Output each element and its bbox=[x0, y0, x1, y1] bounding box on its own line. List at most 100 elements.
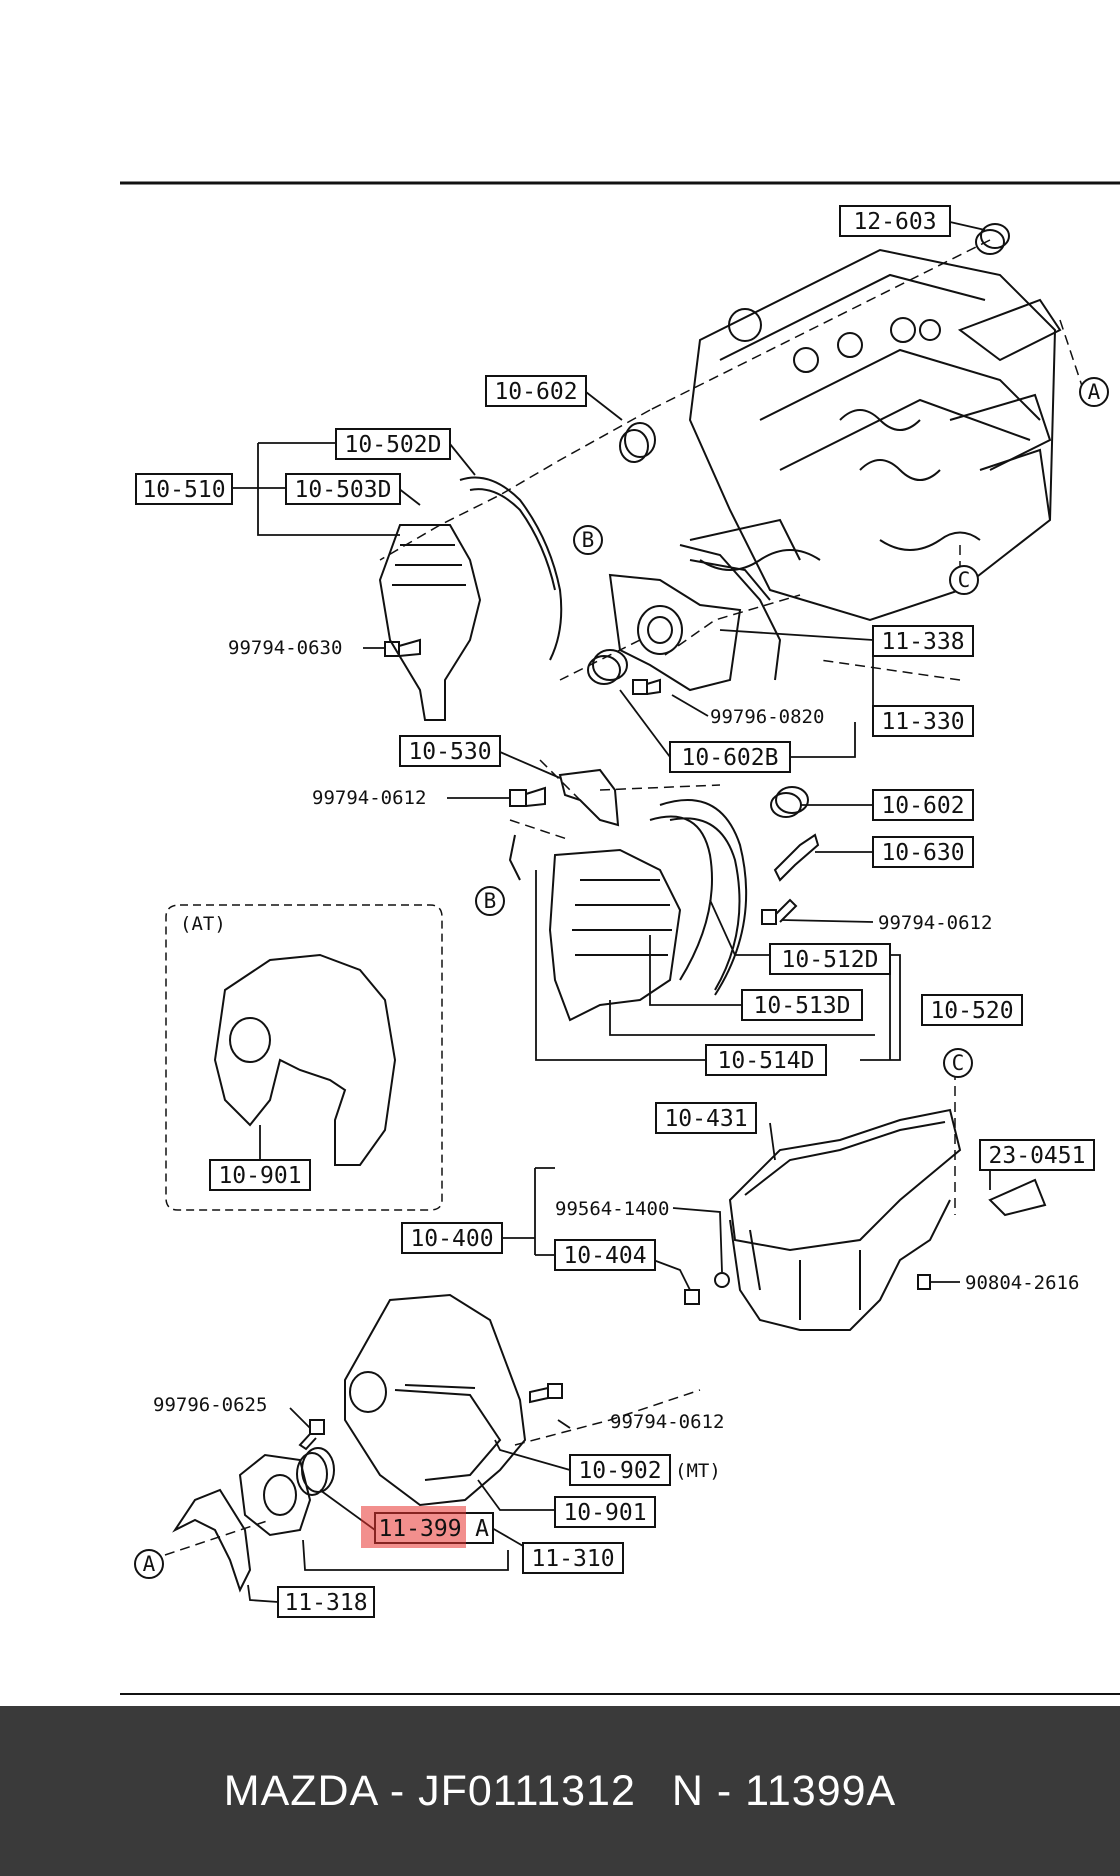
exploded-parts-diagram: 12-603 10-602 10-502D 10-510 10-503D 11-… bbox=[120, 181, 1120, 1695]
svg-text:10-502D: 10-502D bbox=[345, 432, 442, 458]
marker-c-top: C bbox=[949, 565, 979, 595]
part-caption-bar: MAZDA - JF0111312 N - 11399A bbox=[0, 1706, 1120, 1876]
label-11-338: 11-338 bbox=[872, 625, 974, 657]
bolt-0612-c bbox=[529, 1383, 563, 1404]
svg-text:B: B bbox=[484, 889, 497, 913]
label-99796-0625: 99796-0625 bbox=[153, 1394, 267, 1416]
svg-text:10-602: 10-602 bbox=[494, 379, 577, 405]
label-99564-1400: 99564-1400 bbox=[555, 1198, 669, 1220]
svg-text:10-513D: 10-513D bbox=[754, 993, 851, 1019]
marker-a-top: A bbox=[1079, 377, 1109, 407]
rear-seal-housing bbox=[238, 1453, 312, 1537]
label-10-902: 10-902 bbox=[569, 1454, 671, 1486]
oil-seal-top bbox=[619, 422, 656, 463]
label-10-503d: 10-503D bbox=[285, 473, 401, 505]
svg-text:10-901: 10-901 bbox=[563, 1500, 646, 1526]
label-12-603: 12-603 bbox=[839, 205, 951, 237]
label-10-512d: 10-512D bbox=[769, 943, 891, 975]
bolt-0625 bbox=[298, 1419, 325, 1451]
label-10-602-mid: 10-602 bbox=[872, 789, 974, 821]
rear-gasket bbox=[172, 1488, 252, 1593]
label-10-513d: 10-513D bbox=[741, 989, 863, 1021]
svg-text:10-431: 10-431 bbox=[664, 1106, 747, 1132]
svg-text:10-901: 10-901 bbox=[218, 1163, 301, 1189]
bolt-0612-a bbox=[509, 786, 546, 807]
marker-c-mid: C bbox=[943, 1048, 973, 1078]
plug-part bbox=[975, 223, 1010, 255]
svg-text:10-512D: 10-512D bbox=[782, 947, 879, 973]
label-at: (AT) bbox=[180, 913, 226, 935]
svg-text:10-400: 10-400 bbox=[410, 1226, 493, 1252]
brand-part-number: MAZDA - JF0111312 bbox=[223, 1766, 636, 1815]
oil-seal-602b bbox=[587, 649, 628, 685]
oil-pan bbox=[728, 1108, 1047, 1331]
engine-leaders bbox=[164, 239, 1086, 1556]
svg-text:10-530: 10-530 bbox=[408, 739, 491, 765]
label-90804-2616: 90804-2616 bbox=[965, 1272, 1079, 1294]
svg-text:C: C bbox=[952, 1051, 965, 1075]
at-section bbox=[165, 904, 443, 1211]
lower-timing-cover bbox=[508, 799, 748, 1022]
svg-text:23-0451: 23-0451 bbox=[989, 1143, 1086, 1169]
mt-rear-plate bbox=[344, 1293, 527, 1507]
label-10-901: 10-901 bbox=[554, 1496, 656, 1528]
svg-text:11-338: 11-338 bbox=[881, 629, 964, 655]
svg-text:A: A bbox=[475, 1516, 489, 1542]
marker-a-bottom: A bbox=[134, 1549, 164, 1579]
upper-timing-cover bbox=[378, 476, 563, 721]
svg-text:A: A bbox=[143, 1552, 156, 1576]
label-11-310: 11-310 bbox=[522, 1542, 624, 1574]
oil-pump bbox=[608, 544, 782, 692]
label-10-901-at: 10-901 bbox=[209, 1159, 311, 1191]
svg-text:10-602B: 10-602B bbox=[682, 745, 779, 771]
marker-b-top: B bbox=[573, 525, 603, 555]
label-10-602-top: 10-602 bbox=[485, 375, 587, 407]
svg-text:10-510: 10-510 bbox=[142, 477, 225, 503]
label-10-502d: 10-502D bbox=[335, 428, 451, 460]
svg-text:11-330: 11-330 bbox=[881, 709, 964, 735]
bracket-630 bbox=[773, 833, 820, 882]
svg-text:10-404: 10-404 bbox=[563, 1243, 646, 1269]
svg-text:C: C bbox=[958, 568, 971, 592]
label-11-318: 11-318 bbox=[277, 1586, 375, 1618]
bolt-0820 bbox=[632, 678, 661, 695]
label-99794-0612-b: 99794-0612 bbox=[878, 912, 992, 934]
at-gasket-plate bbox=[213, 953, 397, 1166]
label-10-602b: 10-602B bbox=[669, 741, 791, 773]
reference-number: N - 11399A bbox=[671, 1766, 897, 1815]
leader-lines bbox=[232, 221, 991, 1603]
oil-seal-mid bbox=[770, 786, 809, 818]
pan-bolts bbox=[684, 1272, 931, 1305]
label-11-399-highlighted: 11-399 A bbox=[361, 1506, 494, 1548]
svg-text:B: B bbox=[582, 528, 595, 552]
label-10-400: 10-400 bbox=[401, 1222, 503, 1254]
svg-text:A: A bbox=[1088, 380, 1101, 404]
label-10-510: 10-510 bbox=[135, 473, 233, 505]
svg-text:11-399: 11-399 bbox=[378, 1516, 461, 1542]
bracket-530 bbox=[558, 768, 620, 827]
label-10-514d: 10-514D bbox=[705, 1044, 827, 1076]
label-99796-0820: 99796-0820 bbox=[710, 706, 824, 728]
label-10-431: 10-431 bbox=[655, 1102, 757, 1134]
svg-text:10-602: 10-602 bbox=[881, 793, 964, 819]
label-99794-0612-c: 99794-0612 bbox=[610, 1411, 724, 1433]
label-10-520: 10-520 bbox=[921, 994, 1023, 1026]
bolt-0612-b bbox=[761, 898, 798, 925]
engine-block bbox=[688, 248, 1062, 622]
label-10-530: 10-530 bbox=[399, 735, 501, 767]
label-mt: (MT) bbox=[675, 1460, 721, 1482]
svg-text:10-630: 10-630 bbox=[881, 840, 964, 866]
label-11-330: 11-330 bbox=[872, 705, 974, 737]
svg-text:11-310: 11-310 bbox=[531, 1546, 614, 1572]
svg-text:12-603: 12-603 bbox=[853, 209, 936, 235]
svg-text:11-318: 11-318 bbox=[284, 1590, 367, 1616]
highlight-marker bbox=[361, 1506, 466, 1548]
label-10-630: 10-630 bbox=[872, 836, 974, 868]
label-10-404: 10-404 bbox=[554, 1239, 656, 1271]
label-99794-0630: 99794-0630 bbox=[228, 637, 342, 659]
svg-text:10-902: 10-902 bbox=[578, 1458, 661, 1484]
svg-text:10-503D: 10-503D bbox=[295, 477, 392, 503]
marker-b-mid: B bbox=[475, 886, 505, 916]
label-99794-0612-a: 99794-0612 bbox=[312, 787, 426, 809]
svg-text:10-514D: 10-514D bbox=[718, 1048, 815, 1074]
